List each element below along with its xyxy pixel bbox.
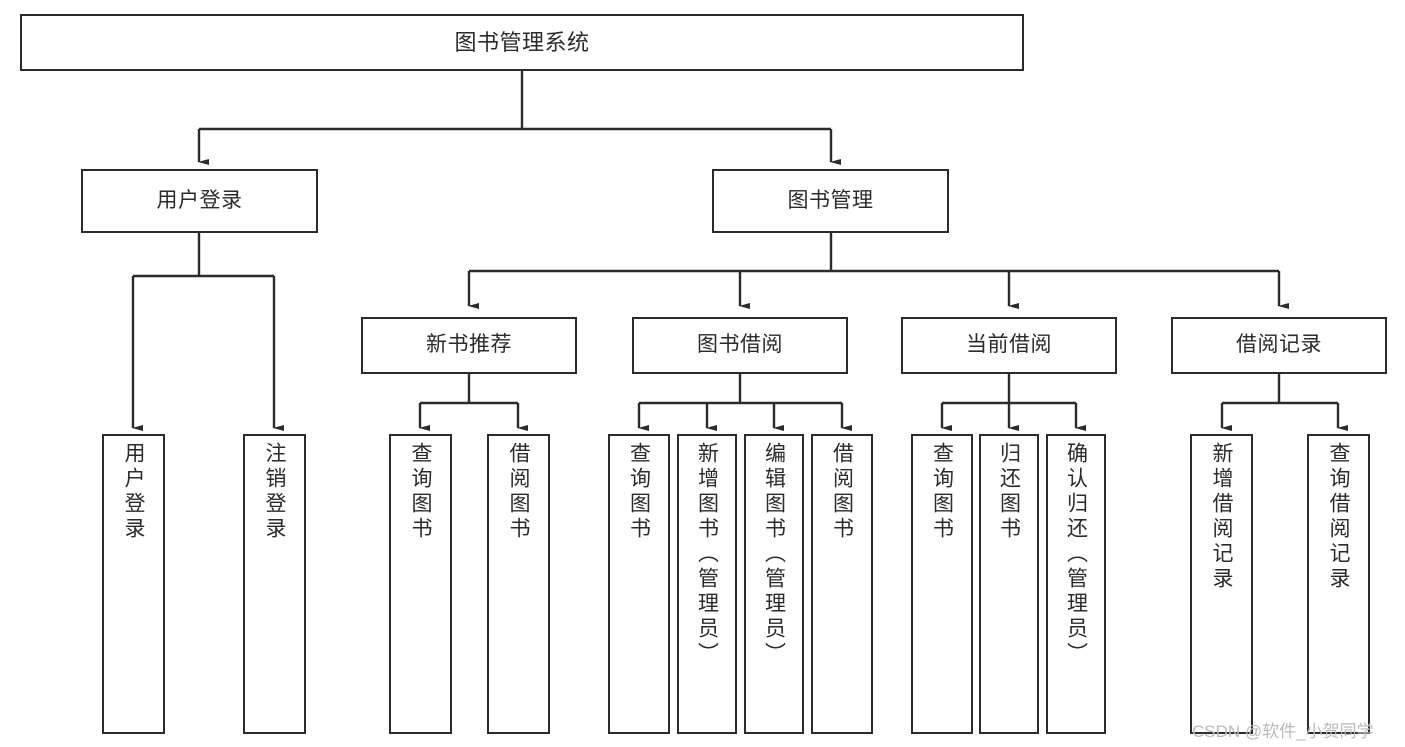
node-leaf-add-book-admin-label: 新增图书（管理员）	[695, 442, 719, 667]
csdn-watermark: CSDN @软件_小贺同学	[1192, 722, 1374, 741]
node-leaf-return-book-label: 归还图书	[997, 442, 1021, 542]
node-root-label: 图书管理系统	[454, 29, 590, 55]
node-leaf-logout[interactable]: 注销登录	[243, 434, 306, 734]
node-leaf-query-borrow-record[interactable]: 查询借阅记录	[1307, 434, 1370, 734]
node-leaf-user-login[interactable]: 用户登录	[102, 434, 165, 734]
node-leaf-borrow-book[interactable]: 借阅图书	[811, 434, 873, 734]
node-leaf-user-login-label: 用户登录	[122, 442, 145, 542]
node-book-borrow[interactable]: 图书借阅	[632, 317, 848, 374]
node-leaf-add-borrow-record-label: 新增借阅记录	[1210, 442, 1233, 592]
node-leaf-borrow-book-recommend-label: 借阅图书	[507, 442, 530, 542]
node-leaf-query-book[interactable]: 查询图书	[608, 434, 670, 734]
node-leaf-confirm-return-admin[interactable]: 确认归还（管理员）	[1046, 434, 1106, 734]
node-current-borrow[interactable]: 当前借阅	[901, 317, 1117, 374]
node-leaf-query-book-current-label: 查询图书	[930, 442, 954, 542]
node-book-management-label: 图书管理	[787, 188, 874, 212]
node-borrow-record-label: 借阅记录	[1236, 333, 1322, 357]
node-user-login-label: 用户登录	[156, 188, 243, 212]
node-borrow-record[interactable]: 借阅记录	[1171, 317, 1387, 374]
node-leaf-edit-book-admin[interactable]: 编辑图书（管理员）	[744, 434, 804, 734]
node-new-book-recommend-label: 新书推荐	[426, 333, 512, 357]
node-user-login[interactable]: 用户登录	[81, 169, 318, 233]
node-leaf-edit-book-admin-label: 编辑图书（管理员）	[762, 442, 786, 667]
node-leaf-query-borrow-record-label: 查询借阅记录	[1327, 442, 1350, 592]
node-leaf-query-book-label: 查询图书	[627, 442, 651, 542]
node-leaf-confirm-return-admin-label: 确认归还（管理员）	[1064, 442, 1088, 667]
node-current-borrow-label: 当前借阅	[966, 333, 1052, 357]
node-new-book-recommend[interactable]: 新书推荐	[361, 317, 577, 374]
node-leaf-query-book-recommend[interactable]: 查询图书	[389, 434, 452, 734]
node-leaf-add-borrow-record[interactable]: 新增借阅记录	[1190, 434, 1253, 734]
node-leaf-query-book-current[interactable]: 查询图书	[911, 434, 973, 734]
node-book-management[interactable]: 图书管理	[712, 169, 949, 233]
node-leaf-borrow-book-recommend[interactable]: 借阅图书	[487, 434, 550, 734]
node-leaf-query-book-recommend-label: 查询图书	[409, 442, 432, 542]
node-leaf-return-book[interactable]: 归还图书	[979, 434, 1039, 734]
node-leaf-borrow-book-label: 借阅图书	[830, 442, 854, 542]
node-leaf-add-book-admin[interactable]: 新增图书（管理员）	[677, 434, 737, 734]
node-root-book-management-system[interactable]: 图书管理系统	[20, 14, 1024, 71]
node-leaf-logout-label: 注销登录	[263, 442, 286, 542]
node-book-borrow-label: 图书借阅	[697, 333, 783, 357]
